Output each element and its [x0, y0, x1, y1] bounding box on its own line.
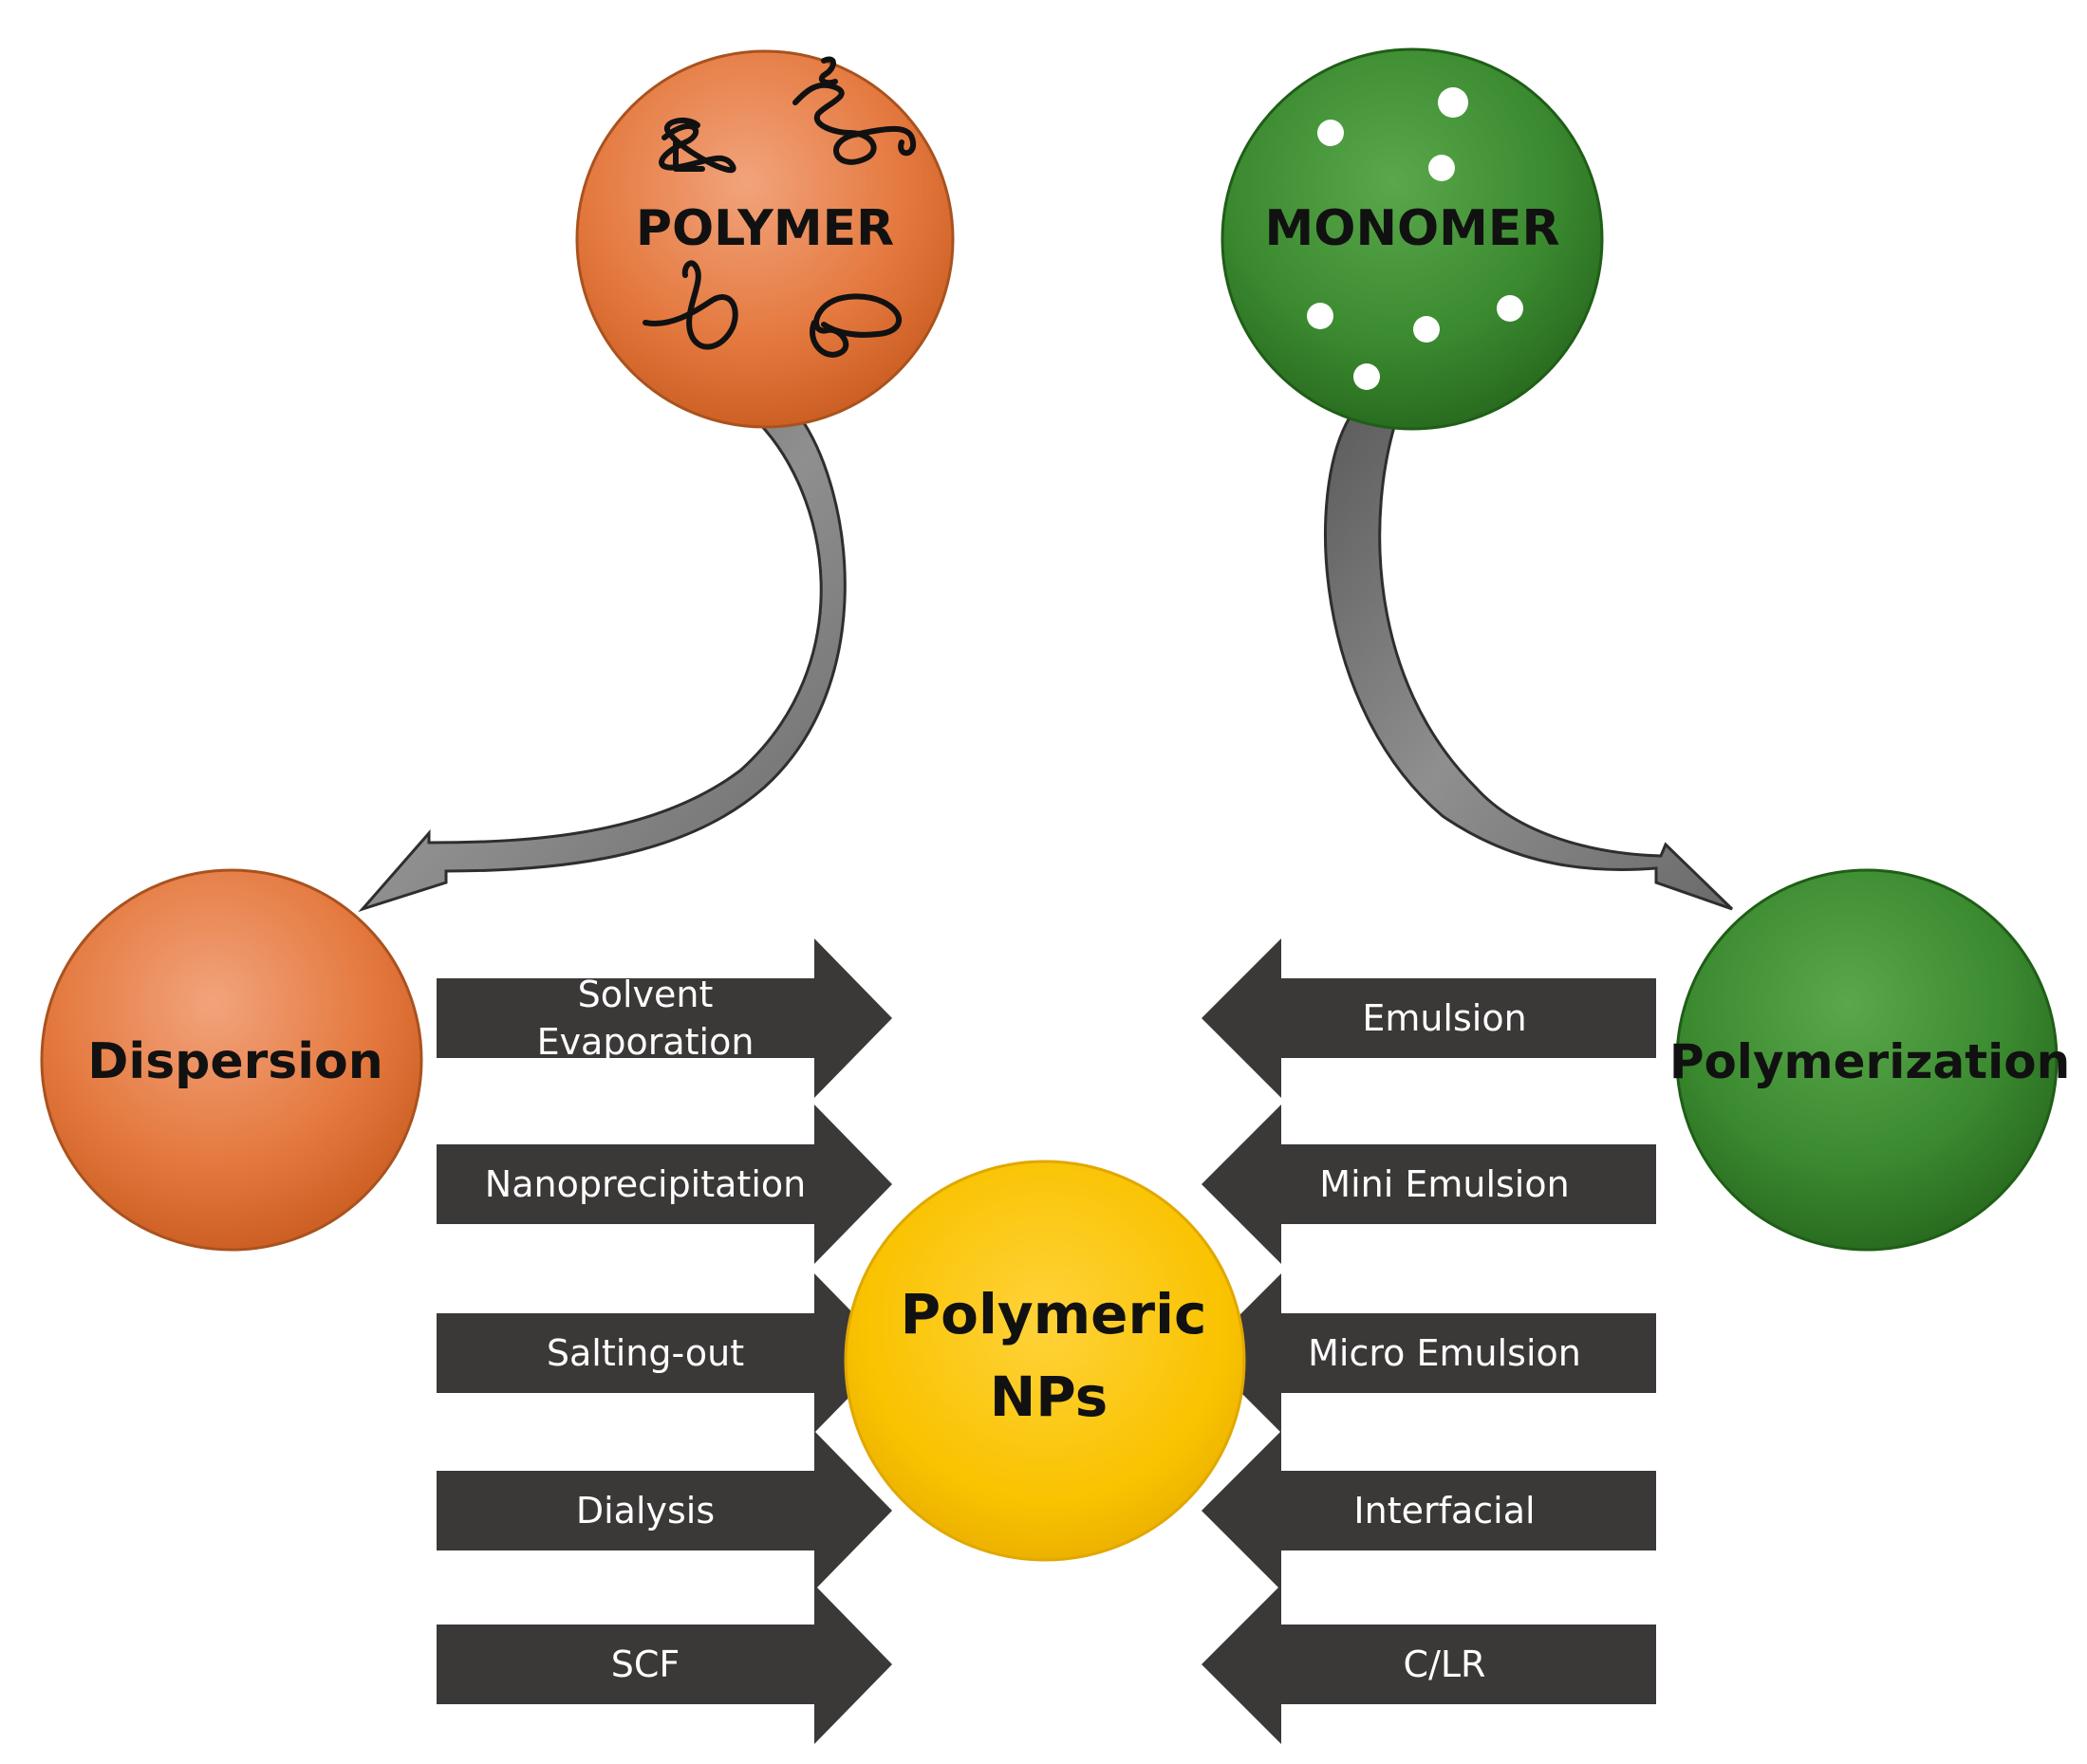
polymerization-arrow-label: Micro Emulsion	[1308, 1332, 1581, 1374]
monomer-dots-icon	[1307, 87, 1523, 390]
polymeric-nps-node: Polymeric NPs	[844, 1160, 1246, 1562]
dispersion-arrow-shape	[437, 1273, 892, 1433]
monomer-node: MONOMER	[1221, 47, 1604, 431]
polymerization-arrow-label: Interfacial	[1353, 1490, 1535, 1532]
monomer-to-polymerization-arrow	[1324, 416, 1734, 911]
polymerization-arrow-shape	[1202, 1431, 1656, 1590]
dispersion-arrow-dialysis: Dialysis	[437, 1431, 892, 1590]
polymerization-arrow-shape	[1202, 1585, 1656, 1744]
dispersion-arrow-label: Salting-out	[547, 1332, 744, 1374]
dispersion-arrow-shape	[437, 1105, 892, 1264]
dispersion-arrow-label: Nanoprecipitation	[485, 1163, 806, 1205]
polymerization-arrow-shape	[1202, 938, 1656, 1098]
dispersion-arrow-salting-out: Salting-out	[437, 1273, 892, 1433]
monomer-label: MONOMER	[1265, 200, 1560, 257]
dispersion-arrow-nanoprecipitation: Nanoprecipitation	[437, 1105, 892, 1264]
polymerization-arrow-mini-emulsion: Mini Emulsion	[1202, 1105, 1656, 1264]
polymerization-arrow-c-lr: C/LR	[1202, 1585, 1656, 1744]
polymerization-arrow-label: Mini Emulsion	[1319, 1163, 1569, 1205]
dispersion-node: Dispersion	[40, 868, 423, 1252]
dispersion-label: Dispersion	[87, 1033, 383, 1090]
polymerization-arrow-shape	[1202, 1105, 1656, 1264]
polymeric-nps-label-line2: NPs	[990, 1365, 1109, 1429]
polymeric-nps-label-line1: Polymeric	[901, 1282, 1207, 1346]
polymerization-arrow-label: C/LR	[1404, 1643, 1486, 1685]
polymerization-arrow-shape	[1202, 1273, 1656, 1433]
dispersion-arrow-shape	[437, 1431, 892, 1590]
polymerization-label: Polymerization	[1669, 1034, 2070, 1089]
dispersion-arrow-shape	[437, 938, 892, 1098]
polymer-to-dispersion-arrow	[358, 414, 847, 913]
polymer-label: POLYMER	[636, 200, 894, 257]
dispersion-arrow-label: Dialysis	[576, 1490, 715, 1532]
dispersion-arrow-label: Solvent	[578, 974, 714, 1015]
polymerization-arrow-emulsion: Emulsion	[1202, 938, 1656, 1098]
polymer-chains-icon	[643, 56, 917, 358]
polymer-node: POLYMER	[575, 49, 955, 429]
polymerization-arrow-label: Emulsion	[1362, 997, 1526, 1039]
dispersion-arrow-label: SCF	[611, 1643, 680, 1685]
dispersion-arrow-scf: SCF	[437, 1585, 892, 1744]
dispersion-arrow-shape	[437, 1585, 892, 1744]
polymerization-node: Polymerization	[1669, 868, 2070, 1252]
dispersion-arrow-label: Evaporation	[537, 1021, 755, 1063]
polymerization-arrow-interfacial: Interfacial	[1202, 1431, 1656, 1590]
polymerization-arrow-micro-emulsion: Micro Emulsion	[1202, 1273, 1656, 1433]
dispersion-method-arrows: SolventEvaporationNanoprecipitationSalti…	[437, 938, 892, 1744]
